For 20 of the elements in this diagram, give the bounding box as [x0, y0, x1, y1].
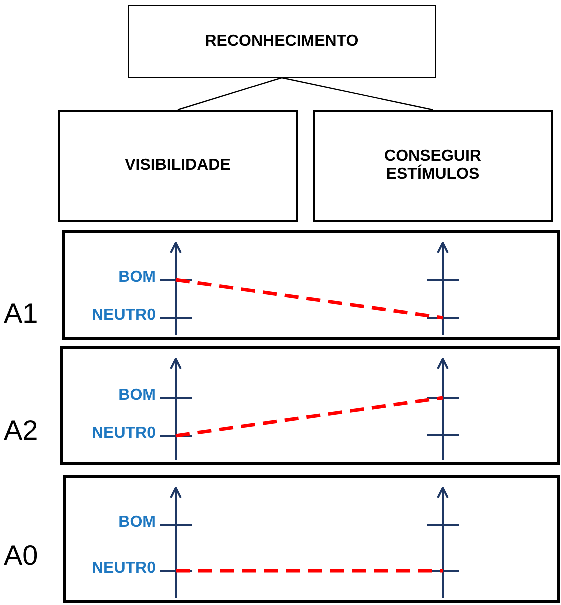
process-box — [313, 110, 553, 222]
level-label: NEUTR0 — [92, 560, 156, 578]
profile-panel — [63, 475, 560, 603]
level-label: BOM — [118, 269, 156, 287]
row-label: A1 — [4, 298, 38, 330]
connector-line — [282, 77, 434, 111]
row-label: A0 — [4, 540, 38, 572]
box-title: VISIBILIDADE — [125, 157, 231, 175]
box-title: CONSEGUIR ESTÍMULOS — [384, 148, 482, 184]
level-label: NEUTR0 — [92, 425, 156, 443]
profile-panel — [62, 230, 560, 340]
process-box — [128, 5, 436, 78]
process-box — [58, 110, 298, 222]
level-label: BOM — [118, 387, 156, 405]
row-label: A2 — [4, 415, 38, 447]
box-title: RECONHECIMENTO — [205, 32, 359, 50]
profile-panel — [60, 346, 560, 465]
connector-line — [178, 77, 282, 111]
level-label: BOM — [118, 514, 156, 532]
level-label: NEUTR0 — [92, 307, 156, 325]
